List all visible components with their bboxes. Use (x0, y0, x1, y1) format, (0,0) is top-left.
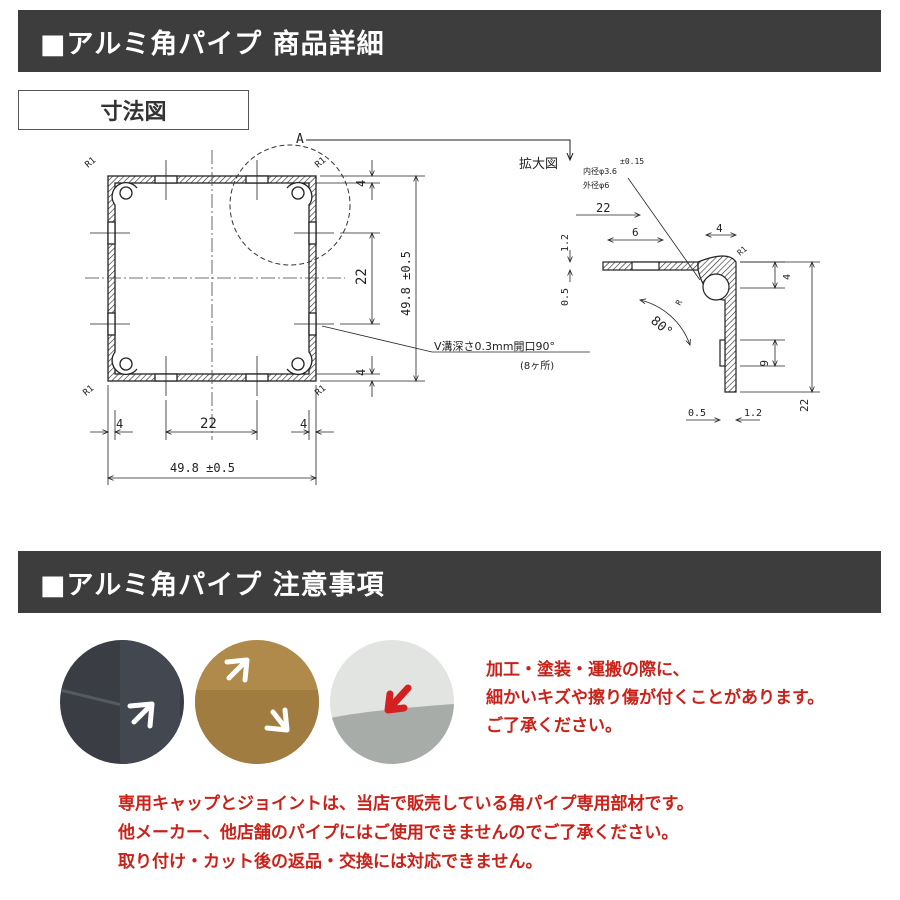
arrow-icon (384, 684, 412, 714)
scratch-notice: 加工・塗装・運搬の際に、 細かいキズや擦り傷が付くことがあります。 ご了承くださ… (486, 656, 824, 740)
dimension-drawing: A R1 R1 R1 R1 4 22 4 49.8 ±0.5 (82, 132, 820, 485)
dim-center-bottom: 22 (200, 416, 217, 432)
side-dimensions (316, 160, 425, 397)
dim-center-side: 22 (354, 268, 370, 285)
svg-text:R1: R1 (82, 384, 97, 399)
enlarged-dim-1-2: 1.2 (560, 234, 571, 252)
enlarged-dimensions (570, 177, 820, 420)
parts-line: 専用キャップとジョイントは、当店で販売している角パイプ専用部材です。 (118, 794, 694, 814)
parts-line: 他メーカー、他店舗のパイプにはご使用できませんのでご了承ください。 (118, 823, 679, 843)
enlarged-bottom-0-5: 0.5 (688, 408, 706, 419)
enlarged-dim-22-side: 22 (798, 399, 811, 412)
enlarged-dim-6-side: 6 (757, 360, 770, 367)
callout-a: A (296, 132, 304, 147)
dim-edge-bottom: 4 (354, 369, 368, 376)
enlarged-dim-4-side: 4 (782, 274, 793, 280)
parts-notice: 専用キャップとジョイントは、当店で販売している角パイプ専用部材です。 他メーカー… (118, 790, 694, 877)
scratch-line: 加工・塗装・運搬の際に、 (486, 660, 690, 680)
enlarged-r1: R1 (736, 244, 749, 257)
outer-diameter: 外径φ6 (583, 180, 609, 190)
dim-edge-top: 4 (354, 180, 368, 187)
enlarged-profile (602, 255, 737, 393)
arrow-icon (224, 657, 250, 683)
enlarged-angle: 80° (647, 314, 675, 341)
center-lines (85, 150, 345, 440)
photo-dark-pipe (60, 640, 184, 764)
groove-note: V溝深さ0.3mm開口90° (434, 340, 555, 353)
groove-leader (321, 325, 590, 353)
photo-gold-pipe (195, 640, 319, 764)
inner-diameter: 内径φ3.6 (583, 166, 617, 176)
scratch-line: ご了承ください。 (486, 716, 622, 736)
arrow-icon (264, 707, 290, 733)
enlarged-label: 拡大図 (519, 157, 558, 172)
section-header-cautions: ■アルミ角パイプ 注意事項 (18, 551, 881, 613)
enlarged-dim-0-5: 0.5 (560, 288, 571, 306)
detail-circle-a (229, 144, 351, 266)
svg-text:R1: R1 (314, 156, 329, 171)
arrow-icon (127, 701, 155, 729)
slot-ticks (90, 160, 334, 396)
enlarged-r: R (674, 298, 684, 307)
photo-white-pipe (330, 640, 454, 764)
dim-edge-left: 4 (116, 417, 123, 431)
bottom-dimensions (90, 385, 334, 485)
tolerance: ±0.15 (620, 157, 644, 166)
dim-height-total: 49.8 ±0.5 (399, 251, 413, 316)
section-header-details: ■アルミ角パイプ 商品詳細 (18, 10, 881, 72)
section-title-cautions: ■アルミ角パイプ 注意事項 (40, 569, 385, 601)
dimension-drawing-label: 寸法図 (18, 90, 249, 130)
callout-leader (306, 139, 570, 160)
svg-text:R1: R1 (84, 156, 99, 171)
enlarged-dim-4: 4 (716, 222, 723, 235)
section-title-details: ■アルミ角パイプ 商品詳細 (40, 28, 385, 60)
enlarged-bottom-1-2: 1.2 (744, 408, 762, 419)
dim-width-total: 49.8 ±0.5 (170, 461, 235, 475)
groove-count: (8ヶ所) (520, 360, 554, 372)
parts-line: 取り付け・カット後の返品・交換には対応できません。 (118, 852, 543, 872)
enlarged-dim-6: 6 (632, 226, 639, 239)
enlarged-dim-22: 22 (596, 201, 610, 215)
dim-edge-right: 4 (300, 417, 307, 431)
scratch-line: 細かいキズや擦り傷が付くことがあります。 (486, 688, 825, 708)
